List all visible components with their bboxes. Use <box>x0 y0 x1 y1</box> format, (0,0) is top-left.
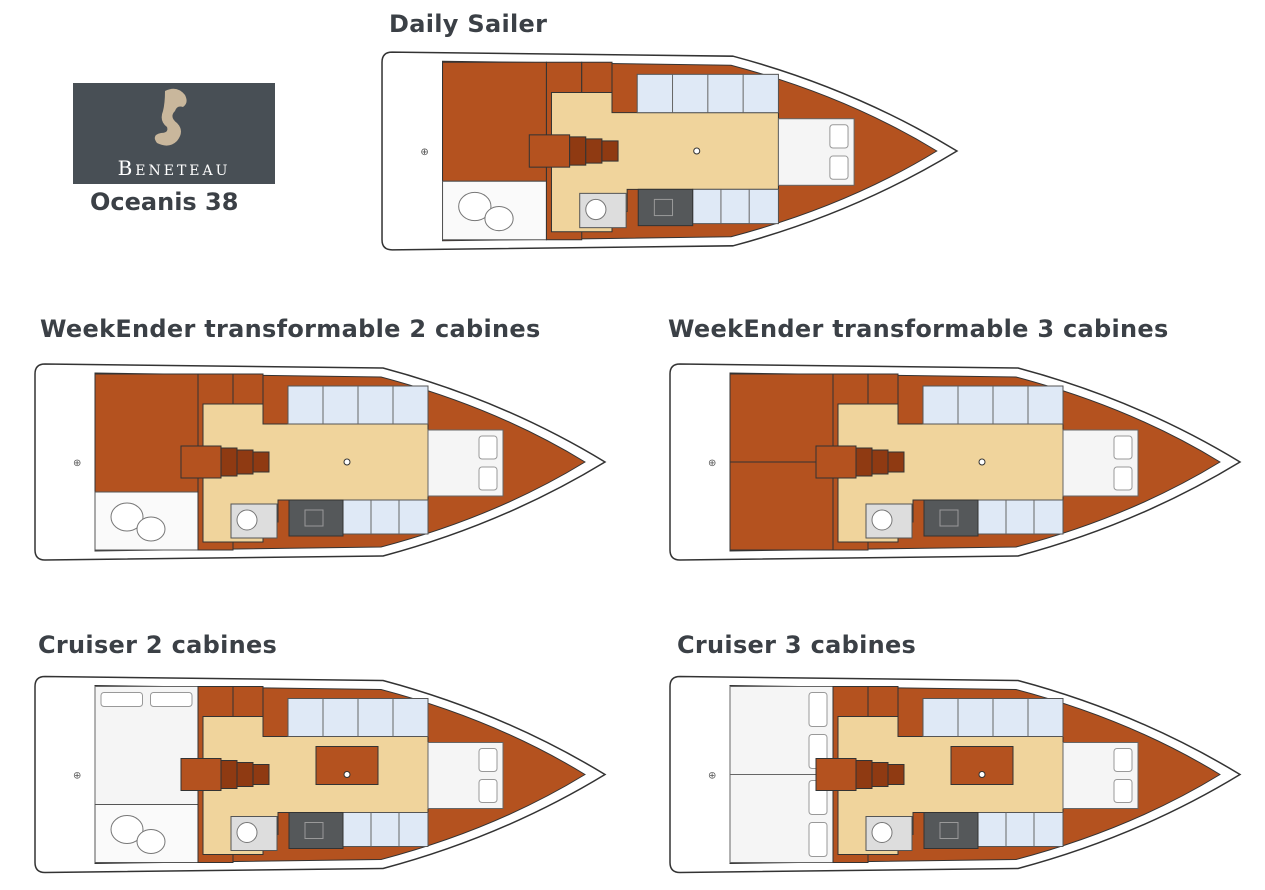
pillow <box>1113 466 1133 491</box>
toilet-icon <box>236 822 258 843</box>
companionway-step <box>252 764 270 785</box>
saloon-table <box>950 746 1014 785</box>
stove-icon <box>939 509 959 527</box>
mast-icon <box>343 458 351 466</box>
saloon-settee-starboard <box>977 499 1064 535</box>
step-base <box>180 445 222 479</box>
deck-plan-cruiser-3: ⊕ <box>669 675 1242 874</box>
stove-icon <box>653 198 674 217</box>
pillow <box>808 822 828 857</box>
mast-step-icon: ⊕ <box>73 771 81 782</box>
pillow <box>478 748 498 772</box>
deck-plan-cruiser-2: ⊕ <box>34 675 607 874</box>
companionway-step <box>236 449 254 475</box>
pillow <box>478 466 498 491</box>
companionway-step <box>871 449 889 475</box>
seahorse-icon <box>154 88 187 146</box>
pillow <box>829 124 849 149</box>
layout-title-weekender-2: WeekEnder transformable 2 cabines <box>40 315 541 343</box>
pillow <box>1113 435 1133 460</box>
pillow <box>150 692 193 707</box>
beneteau-logo: Beneteau <box>73 83 275 184</box>
deck-plan-weekender-3: ⊕ <box>669 363 1242 561</box>
toilet-icon <box>110 815 144 844</box>
toilet-icon <box>110 502 144 532</box>
companionway-step <box>220 447 238 477</box>
companionway-step <box>252 451 270 473</box>
companionway-step <box>569 136 587 166</box>
stove-icon <box>304 822 324 839</box>
mast-icon <box>343 771 351 778</box>
washbasin-icon <box>136 829 166 854</box>
toilet-icon <box>236 509 258 531</box>
pillow <box>478 779 498 803</box>
toilet-icon <box>871 509 893 531</box>
galley <box>288 499 344 537</box>
mast-step-icon: ⊕ <box>708 771 716 782</box>
step-base <box>815 445 857 479</box>
pillow <box>808 692 828 727</box>
step-base <box>180 758 222 791</box>
galley <box>923 812 979 849</box>
companionway-step <box>220 760 238 789</box>
head-compartment <box>230 503 278 539</box>
companionway-step <box>601 140 619 162</box>
companionway-step <box>855 760 873 789</box>
companionway-step <box>887 451 905 473</box>
step-base <box>528 134 571 168</box>
layout-title-weekender-3: WeekEnder transformable 3 cabines <box>668 315 1169 343</box>
mast-step-icon: ⊕ <box>73 458 81 469</box>
mast-step-icon: ⊕ <box>708 458 716 469</box>
layout-title-cruiser-3: Cruiser 3 cabines <box>677 631 917 659</box>
washbasin-icon <box>136 516 166 542</box>
pillow <box>478 435 498 460</box>
mast-step-icon: ⊕ <box>420 147 428 158</box>
layout-title-daily-sailer: Daily Sailer <box>389 10 548 38</box>
layout-title-cruiser-2: Cruiser 2 cabines <box>38 631 278 659</box>
saloon-table <box>315 746 379 785</box>
step-base <box>815 758 857 791</box>
pillow <box>1113 748 1133 772</box>
galley <box>923 499 979 537</box>
saloon-settee-starboard <box>977 812 1064 847</box>
toilet-icon <box>458 191 492 222</box>
companionway-step <box>236 762 254 787</box>
stove-icon <box>939 822 959 839</box>
stove-icon <box>304 509 324 527</box>
mast-icon <box>978 458 986 466</box>
mast-icon <box>978 771 986 778</box>
pillow <box>829 155 849 180</box>
toilet-icon <box>871 822 893 843</box>
pillow <box>1113 779 1133 803</box>
model-name: Oceanis 38 <box>90 188 239 216</box>
companionway-step <box>855 447 873 477</box>
galley <box>288 812 344 849</box>
galley <box>637 188 694 227</box>
companionway-step <box>585 138 603 164</box>
saloon-settee-starboard <box>692 188 779 225</box>
deck-plan-weekender-2: ⊕ <box>34 363 607 561</box>
companionway-step <box>887 764 905 785</box>
washbasin-icon <box>484 205 514 232</box>
brand-name: Beneteau <box>117 156 231 180</box>
mast-icon <box>693 147 701 155</box>
deck-plan-daily-sailer: ⊕ <box>381 51 959 251</box>
companionway-step <box>871 762 889 787</box>
pillow <box>100 692 143 707</box>
toilet-icon <box>585 198 607 221</box>
saloon-settee-starboard <box>342 499 429 535</box>
saloon-settee-starboard <box>342 812 429 847</box>
